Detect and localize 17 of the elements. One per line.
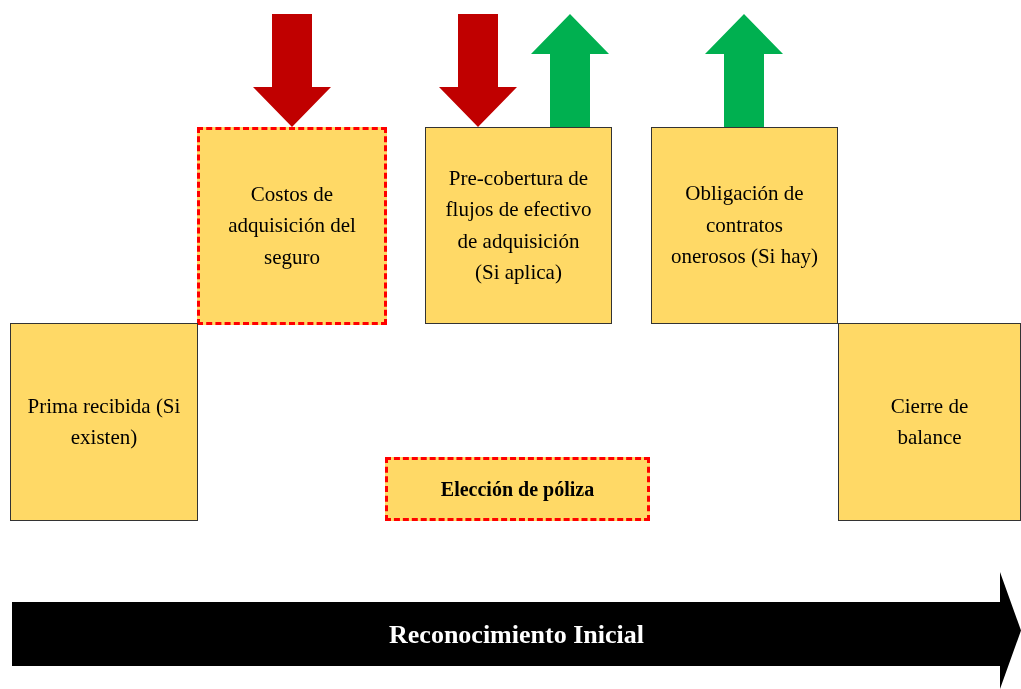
- box-label: Cierre de balance: [889, 392, 970, 451]
- process-box: [425, 127, 612, 324]
- box-label: Prima recibida (Si existen): [26, 392, 182, 451]
- process-box: [10, 323, 198, 521]
- process-box: [385, 457, 650, 521]
- process-box: [197, 127, 387, 325]
- arrow-label: Reconocimiento Inicial: [388, 619, 645, 651]
- box-label: Pre-cobertura de flujos de efectivo de adquisición (Si aplica): [444, 164, 593, 286]
- box-label: Elección de póliza: [439, 477, 596, 503]
- box-label: Costos de adquisición del seguro: [227, 180, 357, 271]
- block-arrow: [439, 14, 517, 127]
- block-arrow: [253, 14, 331, 127]
- block-arrow: [705, 14, 783, 127]
- process-box: [651, 127, 838, 324]
- block-arrow: [531, 14, 609, 127]
- box-label: Obligación de contratos onerosos (Si hay): [670, 180, 819, 271]
- process-box: [838, 323, 1021, 521]
